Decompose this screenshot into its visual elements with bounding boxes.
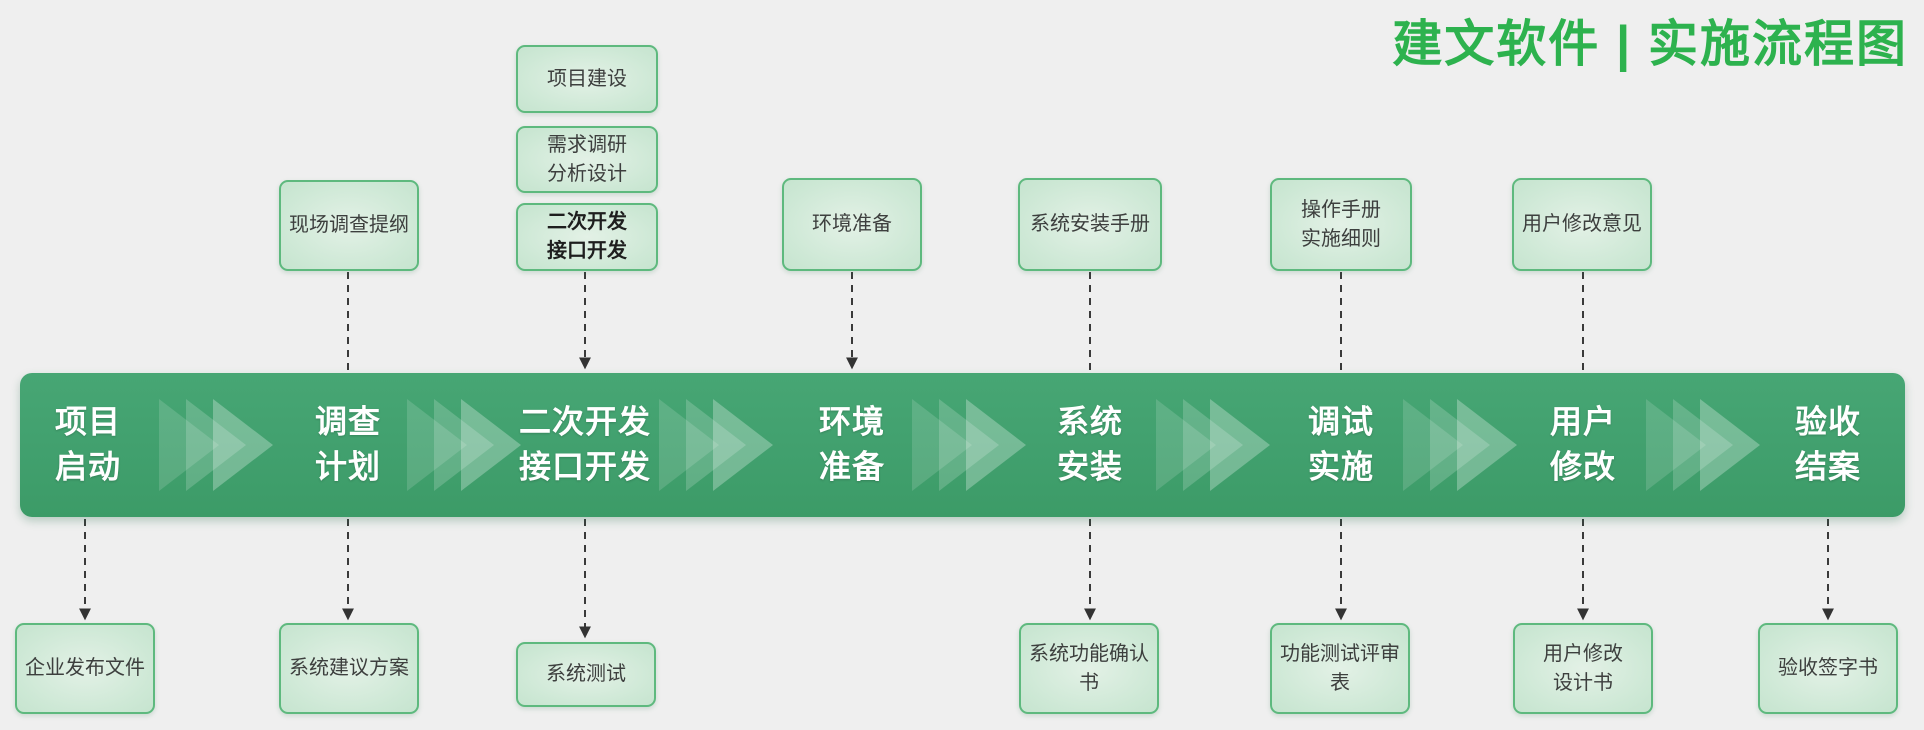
- doc-label: 验收签字书: [1778, 657, 1878, 679]
- doc-box-operation-manual: 操作手册 实施细则: [1270, 178, 1412, 271]
- stage-acceptance: 验收 结案: [1794, 403, 1862, 485]
- stage-survey-plan: 调查 计划: [314, 403, 382, 485]
- doc-label: 操作手册 实施细则: [1301, 198, 1381, 250]
- doc-box-user-feedback: 用户修改意见: [1512, 178, 1652, 271]
- doc-box-environment-prep: 环境准备: [782, 178, 922, 271]
- doc-label: 功能测试评审 表: [1280, 642, 1400, 694]
- process-band: 项目 启动 调查 计划 二次开发 接口开发 环境 准备 系统 安装 调试 实施 …: [20, 373, 1905, 517]
- stage-debug-implement: 调试 实施: [1307, 403, 1375, 485]
- doc-box-project-construction: 项目建设: [516, 45, 658, 113]
- doc-label: 环境准备: [812, 213, 892, 235]
- doc-label: 系统功能确认 书: [1029, 642, 1149, 694]
- doc-box-install-manual: 系统安装手册: [1018, 178, 1162, 271]
- stage-environment: 环境 准备: [818, 403, 886, 485]
- doc-label: 项目建设: [547, 67, 627, 90]
- flow-chevron-icon: [1646, 399, 1760, 491]
- doc-label: 企业发布文件: [25, 657, 145, 679]
- doc-box-function-confirmation: 系统功能确认 书: [1019, 623, 1159, 714]
- doc-label: 现场调查提纲: [289, 214, 409, 236]
- doc-box-requirement-research: 需求调研 分析设计: [516, 126, 658, 193]
- doc-box-acceptance-signoff: 验收签字书: [1758, 623, 1898, 714]
- flow-chevron-icon: [159, 399, 273, 491]
- doc-box-company-release: 企业发布文件: [15, 623, 155, 714]
- doc-box-survey-outline: 现场调查提纲: [279, 180, 419, 271]
- doc-box-system-proposal: 系统建议方案: [279, 623, 419, 714]
- stage-project-start: 项目 启动: [54, 403, 122, 485]
- stage-user-modify: 用户 修改: [1549, 403, 1617, 485]
- doc-label: 需求调研 分析设计: [547, 133, 627, 185]
- page-title: 建文软件 | 实施流程图: [1392, 16, 1908, 72]
- doc-box-user-modify-design: 用户修改 设计书: [1513, 623, 1653, 714]
- doc-label: 系统测试: [546, 663, 626, 685]
- doc-label: 用户修改 设计书: [1543, 642, 1623, 694]
- stage-system-install: 系统 安装: [1056, 403, 1124, 485]
- flow-chevron-icon: [659, 399, 773, 491]
- flow-chevron-icon: [407, 399, 521, 491]
- flow-chevron-icon: [1403, 399, 1517, 491]
- doc-label: 系统安装手册: [1030, 213, 1150, 235]
- doc-label: 用户修改意见: [1522, 213, 1642, 235]
- doc-label: 二次开发 接口开发: [547, 211, 627, 262]
- flow-chevron-icon: [1156, 399, 1270, 491]
- flow-chevron-icon: [912, 399, 1026, 491]
- doc-box-system-test: 系统测试: [516, 642, 656, 707]
- doc-label: 系统建议方案: [289, 657, 409, 679]
- stage-secondary-dev: 二次开发 接口开发: [518, 403, 652, 485]
- doc-box-test-review-form: 功能测试评审 表: [1270, 623, 1410, 714]
- doc-box-secondary-development: 二次开发 接口开发: [516, 203, 658, 271]
